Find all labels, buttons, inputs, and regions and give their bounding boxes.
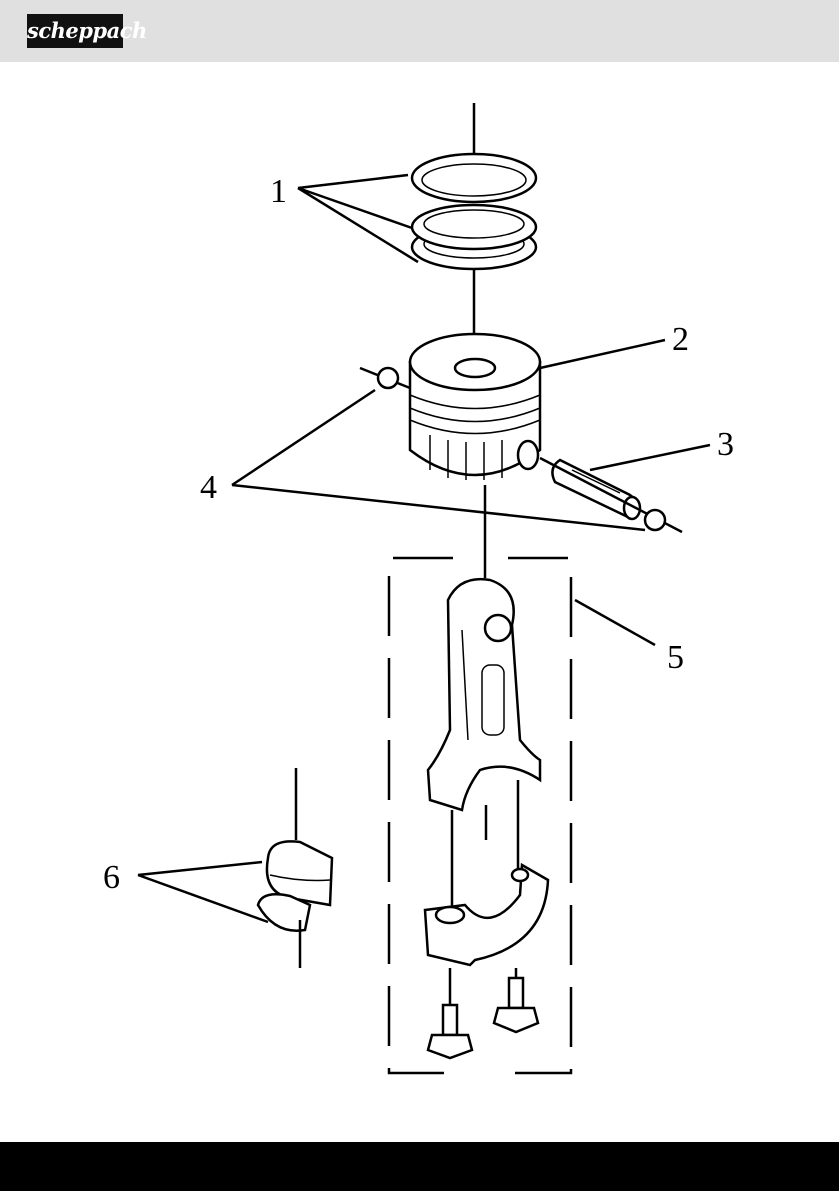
callout-1: 1 xyxy=(270,173,287,210)
piston-rings xyxy=(412,103,536,345)
callout-3: 3 xyxy=(717,426,734,463)
leader-lines xyxy=(138,175,710,922)
exploded-parts-diagram: 1 2 3 4 5 6 xyxy=(0,0,839,1142)
callout-6: 6 xyxy=(103,859,120,896)
connecting-rod xyxy=(389,558,571,1073)
callout-5: 5 xyxy=(667,639,684,676)
callout-2: 2 xyxy=(672,321,689,358)
piston xyxy=(410,334,540,578)
callout-4: 4 xyxy=(200,469,217,506)
bearing-shells xyxy=(258,768,332,968)
footer-bar xyxy=(0,1142,839,1191)
